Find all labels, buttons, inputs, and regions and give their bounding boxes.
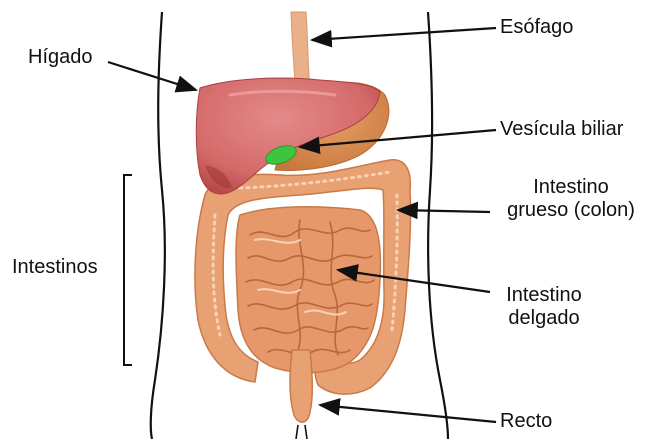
label-intestinos: Intestinos bbox=[12, 256, 98, 279]
arrow-esofago bbox=[312, 28, 496, 40]
arrow-higado bbox=[108, 62, 196, 90]
arrow-intestino-grueso bbox=[398, 210, 490, 212]
label-esofago: Esófago bbox=[500, 16, 573, 39]
label-intestino-grueso: Intestino grueso (colon) bbox=[498, 176, 644, 222]
rectum-shape bbox=[290, 350, 312, 422]
label-vesicula-biliar: Vesícula biliar bbox=[500, 118, 623, 141]
intestines-bracket bbox=[124, 175, 132, 365]
label-higado: Hígado bbox=[28, 46, 93, 69]
body-outline-right bbox=[428, 12, 448, 439]
rectum-base-outline bbox=[296, 425, 307, 439]
label-intestino-grueso-line2: grueso (colon) bbox=[498, 199, 644, 222]
arrow-recto bbox=[320, 405, 496, 422]
label-intestino-delgado: Intestino delgado bbox=[494, 284, 594, 330]
label-recto: Recto bbox=[500, 410, 552, 433]
label-intestino-delgado-line2: delgado bbox=[494, 307, 594, 330]
label-intestino-grueso-line1: Intestino bbox=[498, 176, 644, 199]
label-intestino-delgado-line1: Intestino bbox=[494, 284, 594, 307]
